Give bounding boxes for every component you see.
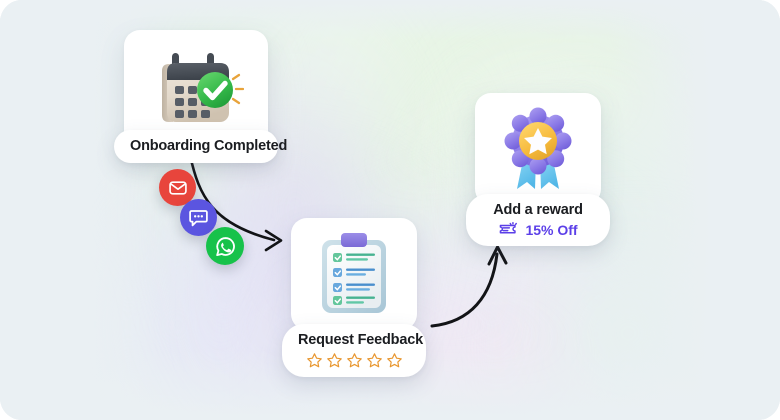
node-card[interactable] [291,218,417,330]
star-icon[interactable] [386,352,403,369]
node-title: Add a reward [493,202,583,218]
node-title: Onboarding Completed [130,138,288,154]
star-icon[interactable] [326,352,343,369]
node-card[interactable] [124,30,268,148]
star-icon[interactable] [306,352,323,369]
coupon-ticket-icon [500,222,518,234]
connector-feedback-to-reward [430,245,508,328]
node-request-feedback[interactable]: Request Feedback [282,218,426,378]
reward-offer-text: 15% Off [525,221,578,238]
node-card[interactable] [475,93,601,205]
star-icon[interactable] [346,352,363,369]
star-icon[interactable] [366,352,383,369]
node-add-a-reward[interactable]: Add a reward 15% Off [466,93,610,247]
node-label-pill[interactable]: Onboarding Completed [114,130,288,164]
channel-whatsapp[interactable] [206,227,244,265]
star-rating[interactable] [298,352,410,369]
whatsapp-icon [215,236,235,256]
node-label-pill[interactable]: Add a reward 15% Off [466,194,610,247]
award-rosette-icon [504,107,572,189]
channel-chat[interactable] [180,199,217,236]
node-label-pill[interactable]: Request Feedback [282,324,426,378]
calendar-check-icon [162,53,244,122]
envelope-icon [168,180,187,195]
clipboard-checklist-icon [322,233,386,313]
chat-bubble-icon [189,210,208,227]
node-title: Request Feedback [298,332,423,348]
node-onboarding-completed[interactable]: Onboarding Completed [114,30,287,164]
reward-offer[interactable]: 15% Off [482,221,594,238]
